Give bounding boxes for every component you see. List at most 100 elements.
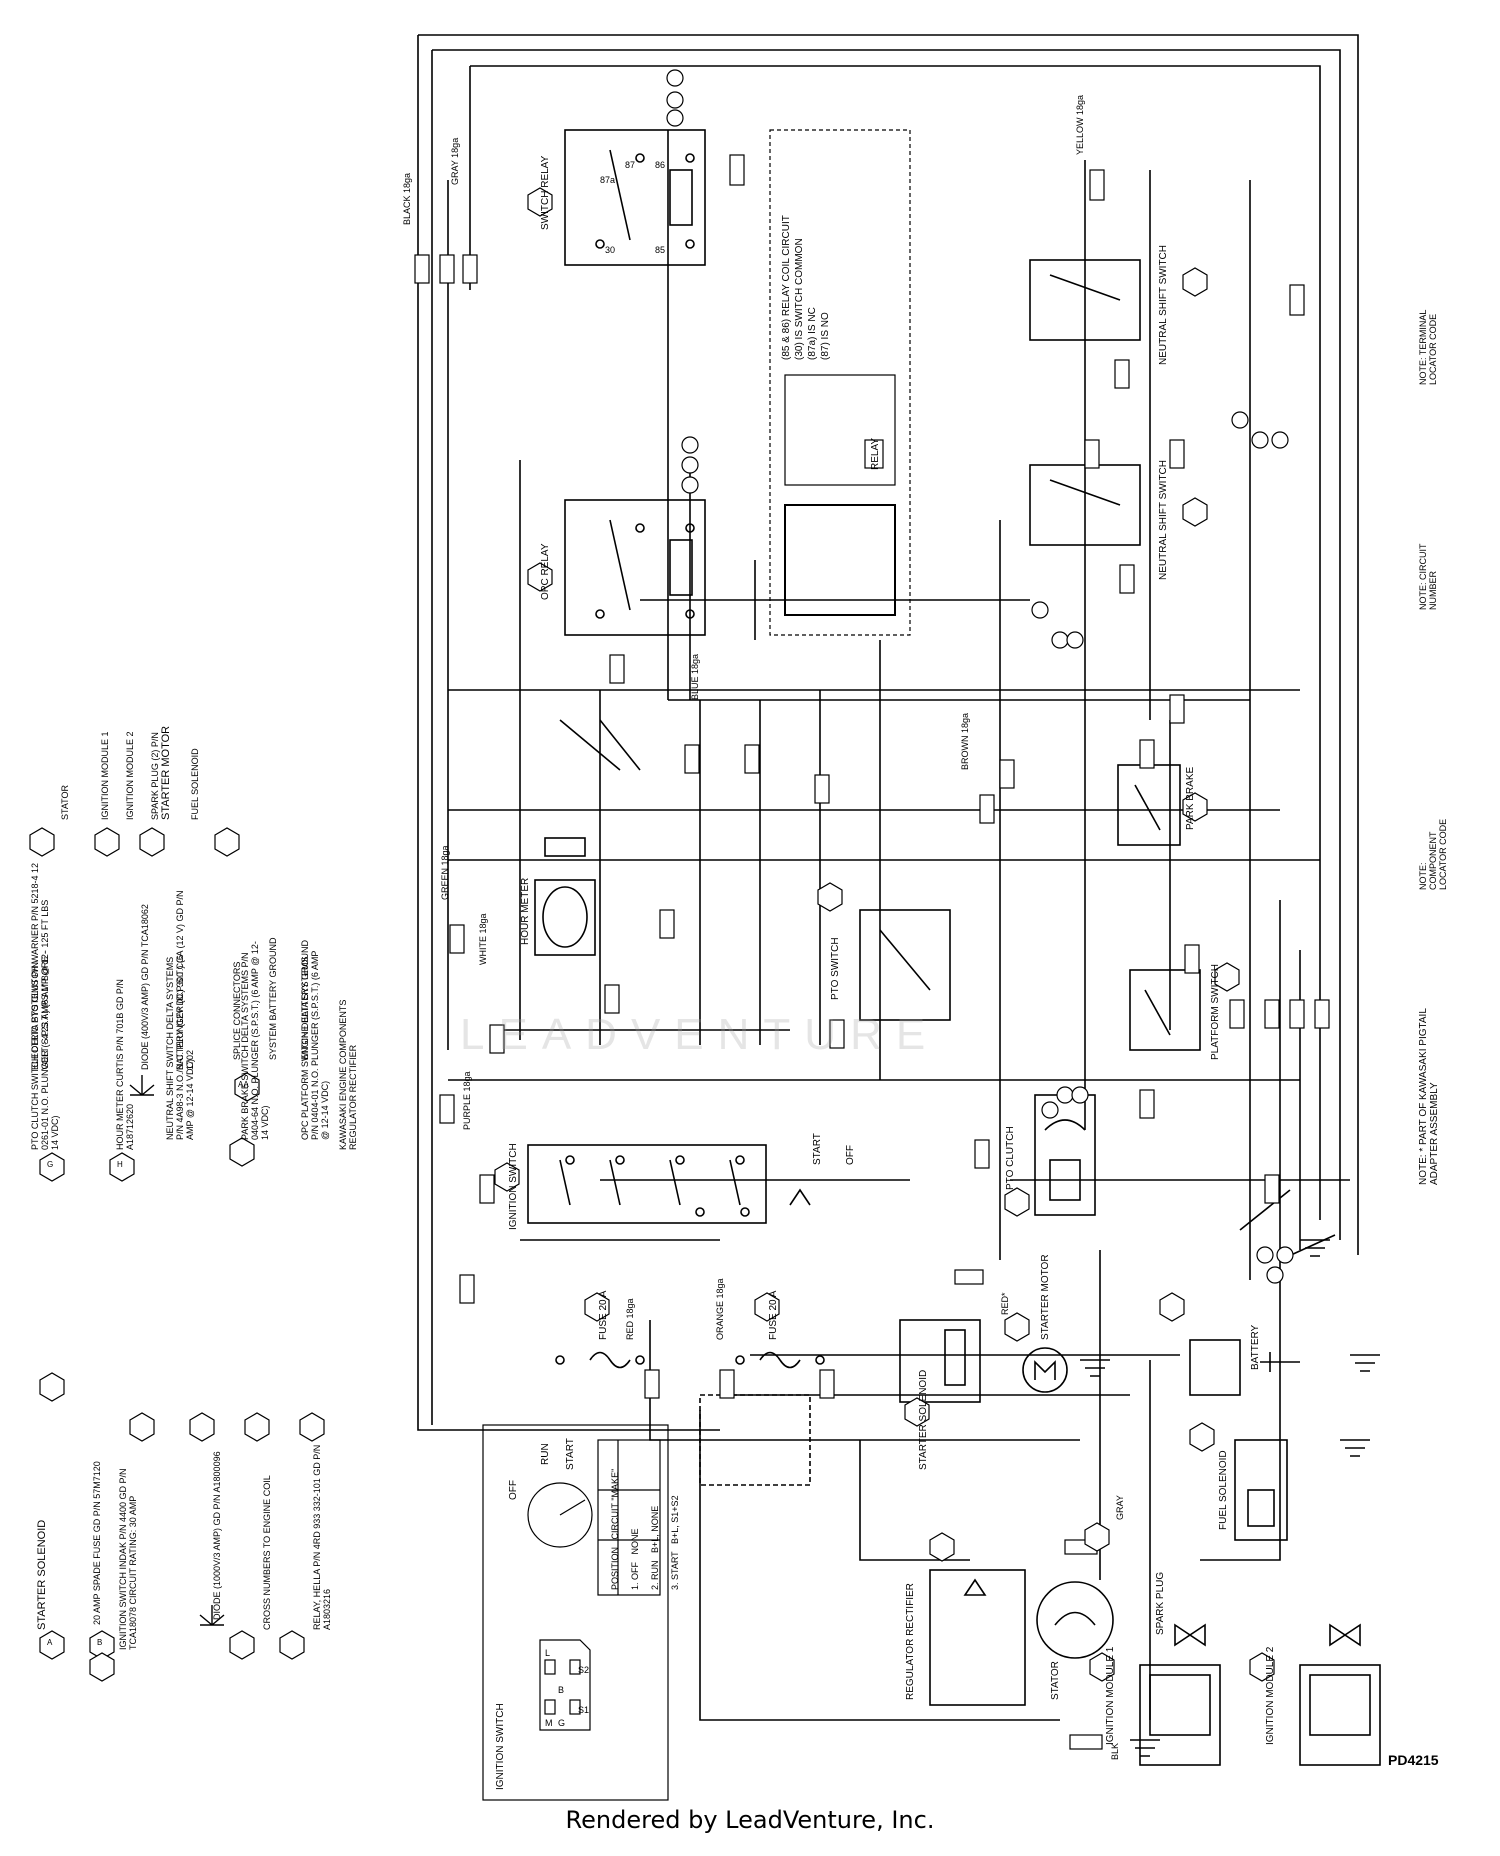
note: NOTE: COMPONENT LOCATOR CODE	[1418, 818, 1448, 890]
relay-legend-line: (85 & 86) RELAY COIL CIRCUIT	[781, 215, 792, 360]
starter-solenoid	[699, 1319, 1300, 1486]
legend-item: FUEL SOLENOID	[190, 748, 200, 820]
inset-terminal-b: B	[558, 1685, 565, 1695]
watermark: LEADVENTURE	[460, 1010, 940, 1059]
label-spark-plug: SPARK PLUG	[1155, 1571, 1166, 1635]
wire-label: WHITE 18ga	[478, 913, 488, 965]
legend-id: H	[117, 1160, 123, 1169]
note: NOTE: CIRCUIT NUMBER	[1418, 543, 1438, 610]
relay-terminal-87: 87	[625, 160, 636, 170]
table-row: 3. START B+L, S1+S2	[665, 1469, 685, 1590]
switch-pos-start: START	[812, 1133, 823, 1165]
wire-label: ORANGE 18ga	[715, 1278, 725, 1340]
label-battery: BATTERY	[1250, 1324, 1261, 1370]
relay-terminal-87a: 87a	[600, 175, 616, 185]
wire-label: RED*	[1000, 1292, 1010, 1315]
cell: B+L, S1+S2	[670, 1495, 680, 1544]
wire-label: BLACK 18ga	[402, 172, 412, 225]
relay-legend-text: (85 & 86) RELAY COIL CIRCUIT (30) IS SWI…	[780, 215, 832, 360]
label-platform: PLATFORM SWITCH	[1210, 964, 1221, 1060]
wire-label: GREEN 18ga	[440, 845, 450, 900]
inset-terminal-g: G	[558, 1718, 566, 1728]
relay-legend-box	[769, 129, 911, 636]
legend-id: G	[47, 1160, 54, 1169]
legend-item: BATTERY (12V DC) 300 CCA (12 V) GD P/N 1…	[175, 890, 195, 1070]
legend-item: SPARK PLUG (2) P/N	[150, 732, 160, 820]
footer-credit: Rendered by LeadVenture, Inc.	[565, 1806, 935, 1834]
inset-terminal-s2: S2	[578, 1665, 590, 1675]
legend-item: SYSTEM BATTERY GROUND	[268, 937, 278, 1060]
label-ignition-switch: IGNITION SWITCH	[508, 1143, 519, 1230]
legend-item: ELECTRIC PTO CLUTCH WARNER P/N 5218-4 12…	[30, 862, 50, 1070]
cell: 2. RUN	[650, 1560, 660, 1590]
label-reg-rectifier: REGULATOR RECTIFIER	[905, 1583, 916, 1700]
cell: 1. OFF	[630, 1561, 640, 1590]
wire-label: PURPLE 18ga	[462, 1071, 472, 1130]
label-switch-relay: SWITCH RELAY	[540, 155, 551, 230]
label-fuse-right: FUSE 20 A	[768, 1290, 779, 1340]
label-ign-module-1: IGNITION MODULE 1	[1105, 1646, 1116, 1745]
terminal-locators	[666, 69, 1294, 1284]
inset-terminal-l: L	[545, 1648, 551, 1658]
inset-pos-start: START	[565, 1438, 576, 1470]
wire-label: GRAY 18ga	[450, 137, 460, 185]
inset-title: IGNITION SWITCH	[495, 1703, 506, 1790]
relay-terminal-86: 86	[655, 160, 666, 170]
relay-legend-line: (30) IS SWITCH COMMON	[794, 238, 805, 360]
opc-relay	[564, 499, 706, 636]
inset-pos-run: RUN	[540, 1443, 551, 1465]
inset-terminal-m: M	[545, 1718, 553, 1728]
cell: 3. START	[670, 1551, 680, 1590]
relay-terminal-85: 85	[655, 245, 666, 255]
inset-pos-off: OFF	[508, 1480, 519, 1500]
label-pto-switch: PTO SWITCH	[830, 937, 841, 1000]
drawing-code: PD4215	[1388, 1752, 1439, 1768]
cell: NONE	[630, 1528, 640, 1555]
relay-terminal-30: 30	[605, 245, 616, 255]
col-position: POSITION	[610, 1546, 620, 1590]
fuses	[555, 1351, 825, 1369]
label-hour-meter: HOUR METER	[520, 877, 531, 945]
label-fuel-solenoid: FUEL SOLENOID	[1218, 1450, 1229, 1530]
wire-label: BLK	[1110, 1742, 1120, 1760]
legend-symbols	[29, 827, 325, 1682]
label-starter-solenoid: STARTER SOLENOID	[918, 1369, 929, 1470]
legend-diode-icons	[129, 1075, 225, 1626]
legend-id: A	[47, 1638, 53, 1647]
label-ign-module-2: IGNITION MODULE 2	[1265, 1646, 1276, 1745]
label-starter-motor: STARTER MOTOR	[1040, 1254, 1051, 1340]
table-row: 2. RUN B+L, NONE	[645, 1469, 665, 1590]
label-opc-relay: OPC RELAY	[540, 543, 551, 601]
legend-item: STATOR	[60, 784, 70, 820]
legend-item: STARTER SOLENOID	[36, 1519, 48, 1630]
switch-pos-off: OFF	[845, 1145, 856, 1165]
neutral-shift-switches	[1029, 259, 1141, 546]
wire-label: YELLOW 18ga	[1075, 94, 1085, 155]
relay-legend-line: (87) IS NO	[820, 312, 831, 360]
label-fuse-left: FUSE 20 A	[598, 1290, 609, 1340]
table-row: 1. OFF NONE	[625, 1469, 645, 1590]
component-locators	[494, 187, 1275, 1682]
engine-components	[929, 1439, 1381, 1766]
label-neutral-2: NEUTRAL SHIFT SWITCH	[1158, 459, 1169, 580]
circuit-table: POSITION CIRCUIT "MAKE" 1. OFF NONE 2. R…	[605, 1469, 685, 1590]
legend-item: KAWASAKI ENGINE COMPONENTS REGULATOR REC…	[338, 999, 358, 1150]
label-stator: STATOR	[1050, 1661, 1061, 1700]
legend-id: AA	[238, 1080, 249, 1089]
legend-item: ENGINE BATTERY GROUND	[300, 939, 310, 1060]
label-park-brake: PARK BRAKE	[1185, 766, 1196, 830]
legend-item: RELAY, HELLA P/N 4RD 933 332-101 GD P/N …	[312, 1444, 332, 1630]
ground-symbols	[1080, 1239, 1380, 1757]
legend-item: HOUR METER CURTIS P/N 701B GD P/N A18712…	[115, 979, 135, 1150]
wire-label: RED 18ga	[625, 1298, 635, 1340]
legend-id: B	[97, 1638, 103, 1647]
note: NOTE: * PART OF KAWASAKI PIGTAIL ADAPTER…	[1418, 1008, 1440, 1185]
wire-tags	[414, 154, 1330, 1750]
legend-item: STARTER MOTOR	[160, 725, 172, 820]
switch-relay	[564, 129, 706, 266]
relay-legend-line: (87a) IS NC	[807, 307, 818, 360]
inset-terminal-s1: S1	[578, 1705, 590, 1715]
legend-item: IGNITION MODULE 2	[125, 731, 135, 820]
